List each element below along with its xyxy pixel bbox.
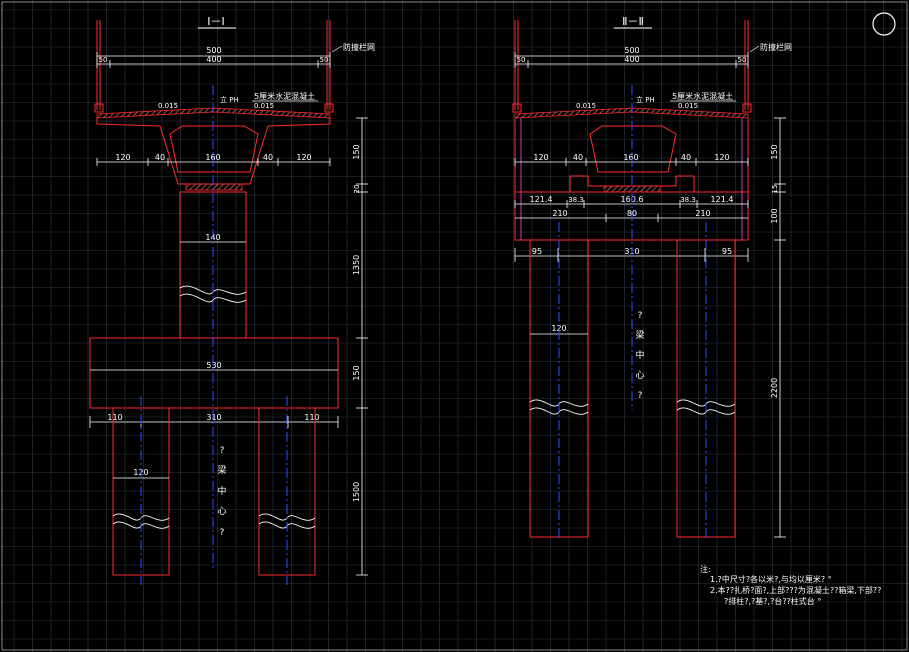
dim-deck-right: 50	[320, 56, 329, 64]
svg-text:?: ?	[220, 446, 225, 456]
dim2-beam2-3: 210	[695, 209, 710, 218]
pile-cap	[89, 337, 339, 409]
notes-line-2: 2.本??扎桥?面?,上部???为混凝土??箱梁,下部??	[710, 585, 881, 595]
slope-left-2: 0.015	[576, 102, 596, 110]
dim2-girder-5: 120	[714, 153, 729, 162]
dim-girder-2: 40	[155, 153, 165, 162]
dim-deck-left: 50	[99, 56, 108, 64]
svg-text:中: 中	[635, 349, 644, 361]
dim2-beam-5: 121.4	[711, 195, 734, 204]
dim2-spacing-3: 95	[722, 247, 732, 256]
dim2-deck-total: 500	[624, 46, 639, 55]
concrete-label-2: 5厘米水泥混凝土	[672, 91, 733, 101]
dim2-deck-inner: 400	[624, 55, 639, 64]
center-text-2: ? 梁 中 心 ?	[635, 311, 644, 401]
dim-deck-total: 500	[206, 46, 221, 55]
box-girder-void-2	[589, 125, 677, 173]
corner-circle-icon[interactable]	[872, 12, 896, 36]
notes-line-3: ?排柱?,?基?,?台??柱式台 °	[724, 596, 821, 606]
dim2-deck-right: 50	[738, 56, 747, 64]
dim-deck-inner: 400	[206, 55, 221, 64]
slope-right: 0.015	[254, 102, 274, 110]
dim2-girder-1: 120	[533, 153, 548, 162]
cross-beam	[514, 118, 749, 241]
pile-right	[258, 407, 316, 576]
dim2-beam-1: 121.4	[530, 195, 553, 204]
slope-right-2: 0.015	[678, 102, 698, 110]
dim-girder-1: 120	[115, 153, 130, 162]
vdim-2: 20	[353, 185, 361, 194]
guardrail-right-2	[742, 20, 752, 113]
dim-pile-2: 310	[206, 413, 221, 422]
dim-girder-4: 40	[263, 153, 273, 162]
section-2-title: Ⅱ－Ⅱ	[622, 15, 644, 28]
dim2-beam-2: 38.3	[568, 196, 584, 204]
dim2-beam-4: 38.3	[680, 196, 696, 204]
dim2-pile-width: 120	[551, 324, 566, 333]
center-mark: 立 PH	[220, 95, 239, 104]
dim2-beam2-1: 210	[552, 209, 567, 218]
dim-cap-width: 530	[206, 361, 221, 370]
vdim-4: 150	[352, 365, 361, 380]
center-text-1: ? 梁 中 心 ?	[217, 446, 226, 538]
svg-text:梁: 梁	[217, 464, 226, 476]
notes-heading: 注:	[700, 564, 711, 574]
vdim2-2: 15	[771, 185, 779, 194]
notes-line-1: 1.?中尺寸?各以米?,与均以厘米? °	[710, 574, 832, 584]
vdim2-1: 150	[770, 144, 779, 159]
svg-text:中: 中	[217, 485, 226, 497]
dim2-girder-4: 40	[681, 153, 691, 162]
svg-text:心: 心	[217, 506, 226, 517]
pile-left	[112, 407, 170, 576]
svg-text:心: 心	[635, 370, 644, 381]
guardrail-left-2	[512, 20, 522, 113]
guardrail-label-2: 防撞栏网	[760, 42, 792, 52]
notes-block: 注: 1.?中尺寸?各以米?,与均以厘米? ° 2.本??扎桥?面?,上部???…	[700, 564, 881, 606]
dim-pile-3: 110	[304, 413, 319, 422]
dim2-deck-left: 50	[517, 56, 526, 64]
slope-left: 0.015	[158, 102, 178, 110]
vdim2-4: 2200	[770, 378, 779, 398]
vdim-5: 1500	[352, 482, 361, 502]
section-1-drawing: Ⅰ－Ⅰ 500 50 400 50 防撞栏网 5厘米水泥混凝土 0.015 0.…	[89, 15, 375, 585]
guardrail-left	[94, 20, 104, 113]
svg-text:?: ?	[638, 391, 643, 401]
bearing	[185, 183, 243, 191]
dim2-spacing-1: 95	[532, 247, 542, 256]
vdim-1: 150	[352, 144, 361, 159]
dim2-girder-2: 40	[573, 153, 583, 162]
svg-text:?: ?	[638, 311, 643, 321]
svg-text:?: ?	[220, 528, 225, 538]
dim2-girder-3: 160	[623, 153, 638, 162]
vdim2-3: 100	[770, 208, 779, 223]
center-mark-2: 立 PH	[636, 95, 655, 104]
vdim-3: 1350	[352, 255, 361, 275]
concrete-label: 5厘米水泥混凝土	[254, 91, 315, 101]
guardrail-right	[324, 20, 334, 113]
svg-text:梁: 梁	[635, 329, 644, 341]
guardrail-label: 防撞栏网	[343, 42, 375, 52]
section-1-title: Ⅰ－Ⅰ	[207, 15, 225, 28]
box-girder-void	[169, 125, 259, 173]
dim-pile-1: 110	[107, 413, 122, 422]
section-2-drawing: Ⅱ－Ⅱ 500 50 400 50 防撞栏网 5厘米水泥混凝土 0.015 0.…	[512, 15, 792, 540]
dim-girder-5: 120	[296, 153, 311, 162]
